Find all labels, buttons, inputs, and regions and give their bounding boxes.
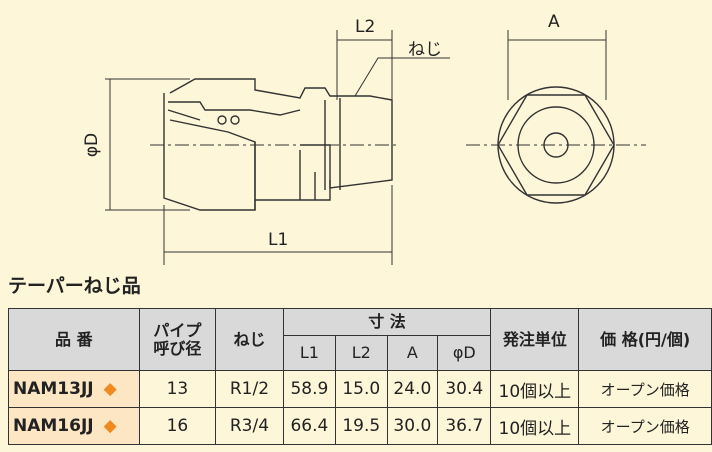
- header-l2: L2: [335, 335, 388, 371]
- header-price: 価 格(円/個): [578, 308, 712, 371]
- label-phid: φD: [82, 132, 103, 158]
- l1-cell: 58.9: [282, 370, 337, 408]
- part-no: NAM16JJ: [13, 416, 94, 436]
- part-no-cell: NAM13JJ ◆: [8, 370, 140, 408]
- a-cell: 30.0: [386, 407, 439, 445]
- front-view: [466, 86, 646, 204]
- dimension-lines: [105, 30, 607, 265]
- table-row: NAM13JJ ◆ 13 R1/2 58.9 15.0 24.0 30.4 10個…: [8, 370, 712, 408]
- label-l2: L2: [355, 17, 376, 37]
- header-thread: ねじ: [215, 308, 284, 371]
- header-order-unit: 発注単位: [490, 308, 580, 371]
- header-a: A: [386, 335, 439, 371]
- order-unit-cell: 10個以上: [490, 370, 580, 408]
- pipe-size-cell: 16: [138, 407, 217, 445]
- l2-cell: 15.0: [335, 370, 388, 408]
- l2-cell: 19.5: [335, 407, 388, 445]
- header-l1: L1: [282, 335, 337, 371]
- l1-cell: 66.4: [282, 407, 337, 445]
- diamond-marker-icon: ◆: [103, 379, 117, 399]
- part-no-cell: NAM16JJ ◆: [8, 407, 140, 445]
- pipe-size-cell: 13: [138, 370, 217, 408]
- order-unit-cell: 10個以上: [490, 407, 580, 445]
- thread-cell: R3/4: [215, 407, 284, 445]
- part-no: NAM13JJ: [13, 379, 94, 399]
- price-cell: オープン価格: [578, 407, 712, 445]
- diamond-marker-icon: ◆: [103, 416, 117, 436]
- label-a: A: [548, 12, 560, 32]
- fitting-technical-drawing: [105, 30, 646, 265]
- price-cell: オープン価格: [578, 370, 712, 408]
- side-view: [150, 78, 400, 211]
- section-title: テーパーねじ品: [8, 275, 141, 297]
- table-row: NAM16JJ ◆ 16 R3/4 66.4 19.5 30.0 36.7 10個…: [8, 407, 712, 445]
- label-thread: ねじ: [408, 40, 442, 60]
- phid-cell: 30.4: [437, 370, 492, 408]
- spec-table: 品 番 パイプ呼び径 ねじ 寸 法 発注単位 価 格(円/個) L1 L2 A …: [8, 308, 712, 445]
- label-l1: L1: [268, 230, 289, 250]
- a-cell: 24.0: [386, 370, 439, 408]
- header-dimensions: 寸 法: [282, 308, 492, 336]
- header-phid: φD: [437, 335, 492, 371]
- header-part-no: 品 番: [8, 308, 140, 371]
- phid-cell: 36.7: [437, 407, 492, 445]
- thread-cell: R1/2: [215, 370, 284, 408]
- header-pipe-size: パイプ呼び径: [138, 308, 217, 371]
